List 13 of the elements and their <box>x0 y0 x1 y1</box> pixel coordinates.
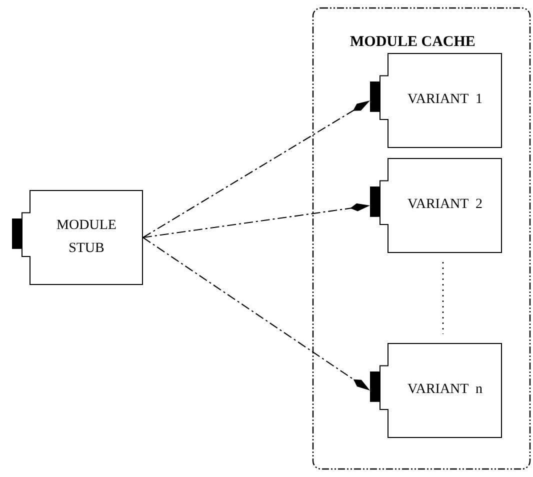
module-label: VARIANT n <box>408 381 482 400</box>
group-container <box>312 7 531 470</box>
module-box <box>370 53 502 148</box>
module-label: VARIANT 1 <box>408 91 482 110</box>
arrow <box>142 100 370 238</box>
module-label: MODULE STUB <box>56 217 118 258</box>
group-heading: MODULE CACHE <box>350 33 476 52</box>
module-label: VARIANT 2 <box>408 196 482 214</box>
module-box <box>370 158 502 253</box>
arrow <box>142 203 370 238</box>
module-box <box>12 190 143 285</box>
arrow <box>142 237 370 390</box>
module-box <box>370 343 502 438</box>
